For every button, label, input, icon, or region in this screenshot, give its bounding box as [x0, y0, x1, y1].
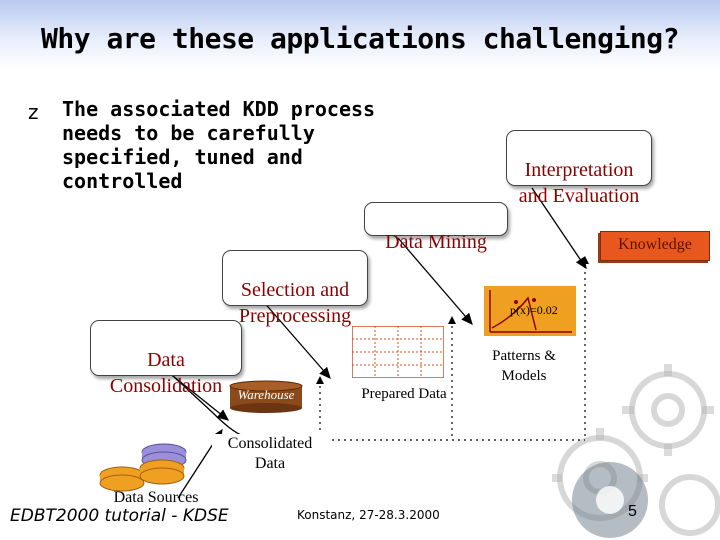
arrow-selection-to-prepared	[261, 299, 331, 379]
step-interpretation-label: Interpretation and Evaluation	[518, 159, 640, 207]
step-interpretation-evaluation: Interpretation and Evaluation	[506, 130, 652, 207]
consolidated-data-caption: Consolidated Data	[212, 434, 328, 474]
arrow-consolidation-to-warehouse	[167, 371, 230, 421]
dark-gear-icon	[572, 462, 648, 538]
footer-tutorial: EDBT2000 tutorial - KDSE	[10, 506, 229, 526]
data-sources-icon	[99, 443, 187, 492]
feedback-loops	[319, 260, 586, 441]
warehouse-icon	[229, 380, 303, 413]
gear-teeth-icon	[552, 364, 714, 482]
warehouse-label: Warehouse	[237, 387, 295, 402]
slide-title: Why are these applications challenging?	[41, 22, 679, 55]
patterns-plot-icon	[484, 286, 576, 336]
bullet-text: The associated KDD process needs to be c…	[62, 97, 376, 193]
footer-venue: Konstanz, 27-28.3.2000	[297, 508, 440, 522]
step-data-mining-label: Data Mining	[385, 231, 487, 253]
title-banner	[0, 0, 720, 70]
bullet-icon: z	[28, 100, 39, 124]
step-consolidation-label: Data Consolidation	[109, 349, 223, 397]
step-data-consolidation: Data Consolidation	[90, 320, 242, 397]
plot-formula: p(x)=0.02	[510, 303, 558, 317]
data-sources-caption: Data Sources	[113, 489, 199, 506]
prepared-data-grid-icon	[352, 326, 444, 378]
step-selection-preprocessing: Selection and Preprocessing	[222, 250, 368, 327]
step-data-mining: Data Mining	[364, 202, 508, 253]
step-knowledge: Knowledge	[600, 231, 710, 261]
prepared-data-caption: Prepared Data	[361, 386, 447, 402]
step-selection-label: Selection and Preprocessing	[238, 279, 352, 327]
arrow-interpretation-to-knowledge	[531, 187, 587, 270]
patterns-models-caption: Patterns & Models	[492, 348, 556, 384]
page-number: 5	[628, 503, 637, 520]
arrow-mining-to-patterns	[397, 237, 473, 325]
